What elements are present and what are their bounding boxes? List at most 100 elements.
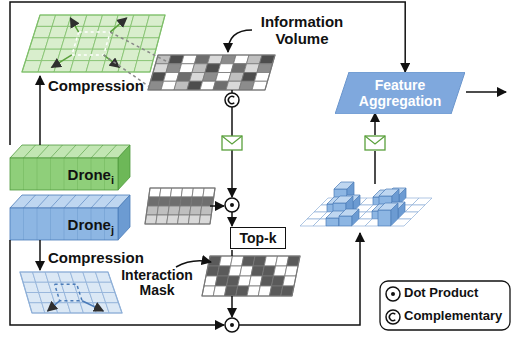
- slab-line: [64, 195, 76, 208]
- slab-line: [91, 145, 103, 158]
- dot-product-symbol: [225, 318, 239, 332]
- flow-line: [231, 107, 233, 136]
- grid-outline: [202, 256, 300, 296]
- legend-box: [380, 281, 510, 330]
- message-envelope: [365, 136, 385, 150]
- grid-cell: [179, 206, 191, 215]
- shift-arrow: [70, 18, 78, 32]
- callout-label: Information Volume: [252, 14, 352, 47]
- slab-line: [37, 208, 38, 240]
- window-box: [72, 32, 110, 55]
- voxel-top: [334, 182, 354, 189]
- slab-line: [78, 145, 90, 158]
- shift-arrow: [110, 18, 127, 32]
- grid-cell: [191, 197, 203, 206]
- slab-line: [78, 195, 90, 208]
- slab-line: [23, 158, 24, 190]
- slab-line: [64, 158, 65, 190]
- voxel-front: [378, 210, 391, 226]
- drone-label: Dronej: [68, 216, 114, 236]
- output-arrow: [466, 91, 506, 93]
- aggregation-block: Feature Aggregation: [335, 72, 465, 114]
- topk-label: Top-k: [239, 230, 276, 246]
- information-volume-grid: [145, 188, 215, 224]
- drone-index: j: [111, 224, 114, 236]
- slab-side: [118, 195, 130, 240]
- grid-cell: [169, 197, 181, 206]
- grid-cell: [170, 188, 182, 197]
- voxel-top: [379, 189, 399, 196]
- voxel-top: [333, 196, 353, 203]
- voxel-front: [326, 218, 339, 226]
- leader-arrow: [228, 30, 252, 52]
- grid-cell: [148, 197, 160, 206]
- topk-box: Top-k: [230, 227, 285, 249]
- complementary-symbol: [389, 313, 395, 320]
- slab-line: [105, 145, 117, 158]
- grid-cell: [160, 188, 172, 197]
- grid-cell: [158, 197, 170, 206]
- flow-line: [231, 212, 233, 226]
- grid-cell: [157, 206, 169, 215]
- compression-arrow: [39, 240, 41, 270]
- voxel-front: [339, 216, 352, 226]
- grid-cell: [146, 206, 158, 215]
- dot-product-symbol: [230, 203, 234, 207]
- slab-line: [105, 195, 117, 208]
- drone-label: Dronei: [68, 166, 114, 186]
- slab-line: [24, 195, 36, 208]
- dot-product-symbol: [230, 323, 234, 327]
- message-envelope: [365, 136, 385, 144]
- slab-top: [10, 195, 130, 208]
- dot-product-symbol: [225, 198, 239, 212]
- grid-cell: [180, 197, 192, 206]
- grid-cell: [202, 197, 214, 206]
- slab-line: [51, 195, 63, 208]
- message-envelope: [222, 136, 242, 150]
- flow-line: [374, 113, 376, 135]
- process-label: Compression: [48, 78, 158, 95]
- callout-label: Interaction Mask: [116, 268, 198, 299]
- grid-outline: [20, 272, 122, 313]
- flow-line: [231, 150, 233, 197]
- slab-line: [64, 208, 65, 240]
- drone-index: i: [111, 174, 114, 186]
- slab-line: [37, 195, 49, 208]
- grid-cell: [149, 188, 161, 197]
- voxel-cell: [391, 219, 411, 226]
- sparse-feature-voxels: [300, 182, 432, 226]
- grid-cell: [190, 206, 202, 215]
- feature-slab: [10, 145, 130, 190]
- voxel-top: [378, 203, 398, 210]
- grid-cell: [188, 215, 200, 224]
- grid-outline: [148, 55, 275, 90]
- slab-line: [37, 145, 49, 158]
- aggregation-label: Feature Aggregation: [335, 72, 465, 114]
- grid-cell: [168, 206, 180, 215]
- shift-arrow: [82, 301, 103, 311]
- compression-arrow: [39, 76, 41, 145]
- slab-top: [10, 145, 130, 158]
- drone-feature: Dronej: [10, 195, 130, 240]
- message-envelope: [222, 136, 242, 144]
- grid-cell: [199, 215, 211, 224]
- slab-line: [50, 158, 51, 190]
- leader-arrow: [176, 261, 211, 267]
- feature-connector: [10, 2, 405, 145]
- slab-line: [50, 208, 51, 240]
- complementary-symbol: [228, 96, 234, 103]
- drone-name: Drone: [68, 216, 111, 233]
- grid-cell: [203, 188, 215, 197]
- window-box: [55, 284, 82, 300]
- voxel-top: [339, 209, 359, 216]
- dot-product-symbol: [391, 292, 395, 296]
- flow-line: [210, 205, 224, 207]
- slab-side: [118, 145, 130, 190]
- legend-text: Complementary: [404, 309, 502, 323]
- parallelogram-fill: [335, 72, 465, 114]
- green-grid: [22, 15, 165, 72]
- drone-feature: Dronei: [10, 145, 130, 190]
- grid-cell: [178, 215, 190, 224]
- slab-line: [91, 195, 103, 208]
- process-label: Compression: [48, 250, 158, 267]
